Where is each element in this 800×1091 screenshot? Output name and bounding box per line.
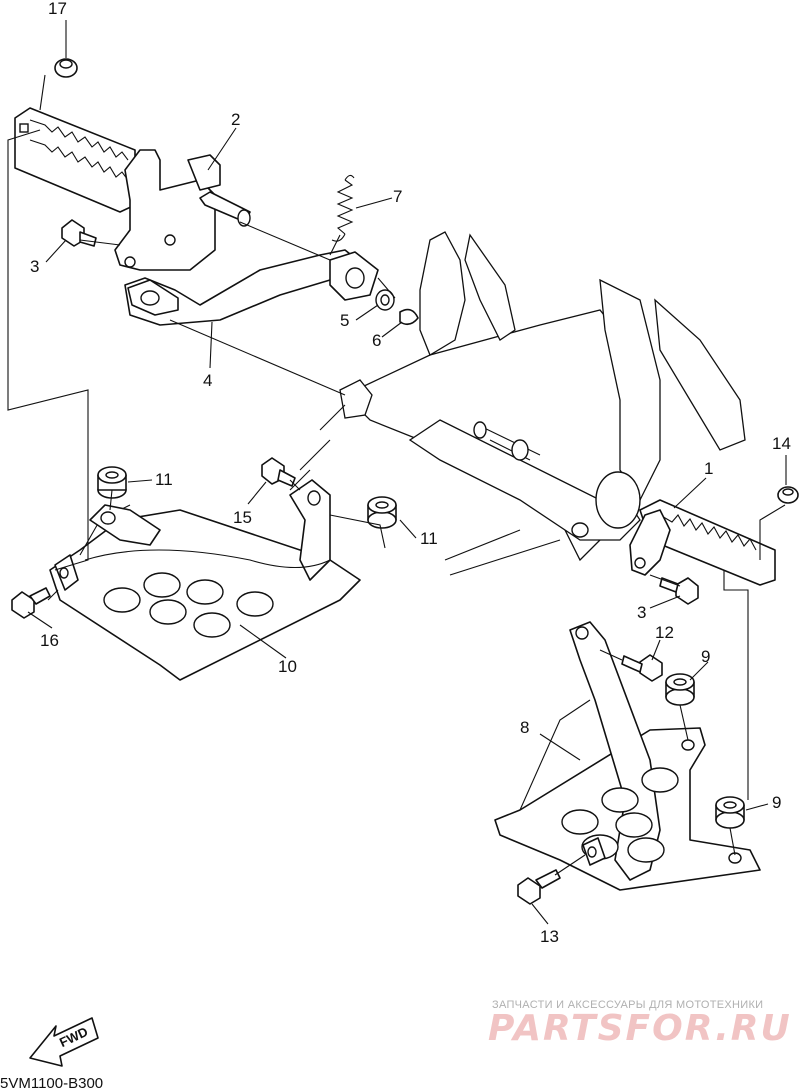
spring: [331, 174, 355, 242]
nut-14: [777, 486, 799, 504]
bolt-13: [517, 869, 561, 905]
bolt-16: [11, 587, 51, 619]
callout-14: 14: [772, 434, 791, 453]
washer-and-clip: [375, 289, 419, 326]
callout-12: 12: [655, 623, 674, 642]
frame-section: [289, 231, 746, 576]
damper-9-lower: [715, 796, 745, 829]
pivot-pin: [199, 191, 251, 227]
nut-17: [54, 58, 78, 78]
left-footpeg: [14, 107, 221, 271]
left-guard: [49, 479, 361, 681]
bolt-15: [261, 457, 296, 487]
callout-3-left: 3: [30, 257, 39, 276]
right-footpeg: [629, 499, 776, 586]
callout-10: 10: [278, 657, 297, 676]
callout-8: 8: [520, 718, 529, 737]
callout-6: 6: [372, 331, 381, 350]
callout-5: 5: [340, 311, 349, 330]
diagram-code: 5VM1100-B300: [0, 1075, 103, 1091]
callout-3-right: 3: [637, 603, 646, 622]
callout-9-lower: 9: [772, 793, 781, 812]
damper-9-upper: [665, 673, 695, 706]
bolt-3-right: [659, 577, 699, 605]
callout-9-upper: 9: [701, 647, 710, 666]
fwd-arrow: FWD: [29, 1017, 99, 1067]
callout-11-right: 11: [420, 529, 438, 548]
watermark-brand: PARTSFOR.RU: [488, 1008, 792, 1049]
leader-lines: [27, 20, 787, 925]
callout-16: 16: [40, 631, 59, 650]
callout-2: 2: [231, 110, 240, 129]
callout-15: 15: [233, 508, 252, 527]
callout-labels: 17 2 7 3 5 6 4 1 14 11 15 11 16 10 3 12 …: [30, 0, 791, 946]
right-guard: [494, 621, 761, 891]
watermark: ЗАПЧАСТИ И АКСЕССУАРЫ ДЛЯ МОТОТЕХНИКИ PA…: [488, 999, 792, 1049]
assembly-lines: [7, 74, 786, 876]
brake-pedal: [124, 249, 379, 326]
callout-1: 1: [704, 459, 713, 478]
watermark-tagline: ЗАПЧАСТИ И АКСЕССУАРЫ ДЛЯ МОТОТЕХНИКИ: [492, 999, 763, 1011]
bolt-3-left: [61, 219, 97, 247]
callout-4: 4: [203, 371, 212, 390]
callout-17: 17: [48, 0, 67, 18]
callout-11-left: 11: [155, 470, 173, 489]
bolt-12: [621, 654, 663, 682]
callout-13: 13: [540, 927, 559, 946]
callout-7: 7: [393, 187, 402, 206]
